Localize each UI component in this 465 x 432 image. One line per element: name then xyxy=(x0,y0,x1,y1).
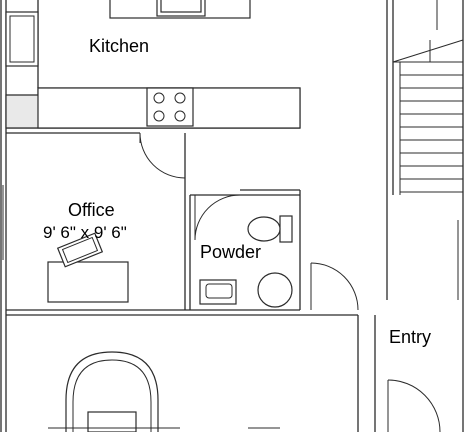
kitchen: Kitchen xyxy=(5,0,301,129)
office-label: Office xyxy=(68,200,115,220)
entry-label: Entry xyxy=(389,327,431,347)
entry: Entry xyxy=(310,262,441,432)
refrigerator xyxy=(5,11,39,67)
dining-table-edge xyxy=(87,411,137,432)
toilet-icon xyxy=(247,216,281,242)
office-chair xyxy=(56,232,104,268)
toilet-tank xyxy=(279,215,293,243)
office: Office 9' 6" x 9' 6" xyxy=(2,132,186,303)
powder-label: Powder xyxy=(200,242,261,262)
stove-icon xyxy=(146,87,194,127)
front-door-swing xyxy=(387,379,441,432)
round-sink-icon xyxy=(257,272,293,308)
staircase xyxy=(392,0,464,300)
office-door-swing xyxy=(139,132,186,179)
powder-door-swing xyxy=(194,194,241,241)
office-dimensions: 9' 6" x 9' 6" xyxy=(43,223,127,242)
powder-room: Powder xyxy=(194,194,293,308)
dining-area xyxy=(48,351,280,432)
kitchen-label: Kitchen xyxy=(89,36,149,56)
office-desk xyxy=(47,261,129,303)
entry-door-swing xyxy=(310,262,359,311)
